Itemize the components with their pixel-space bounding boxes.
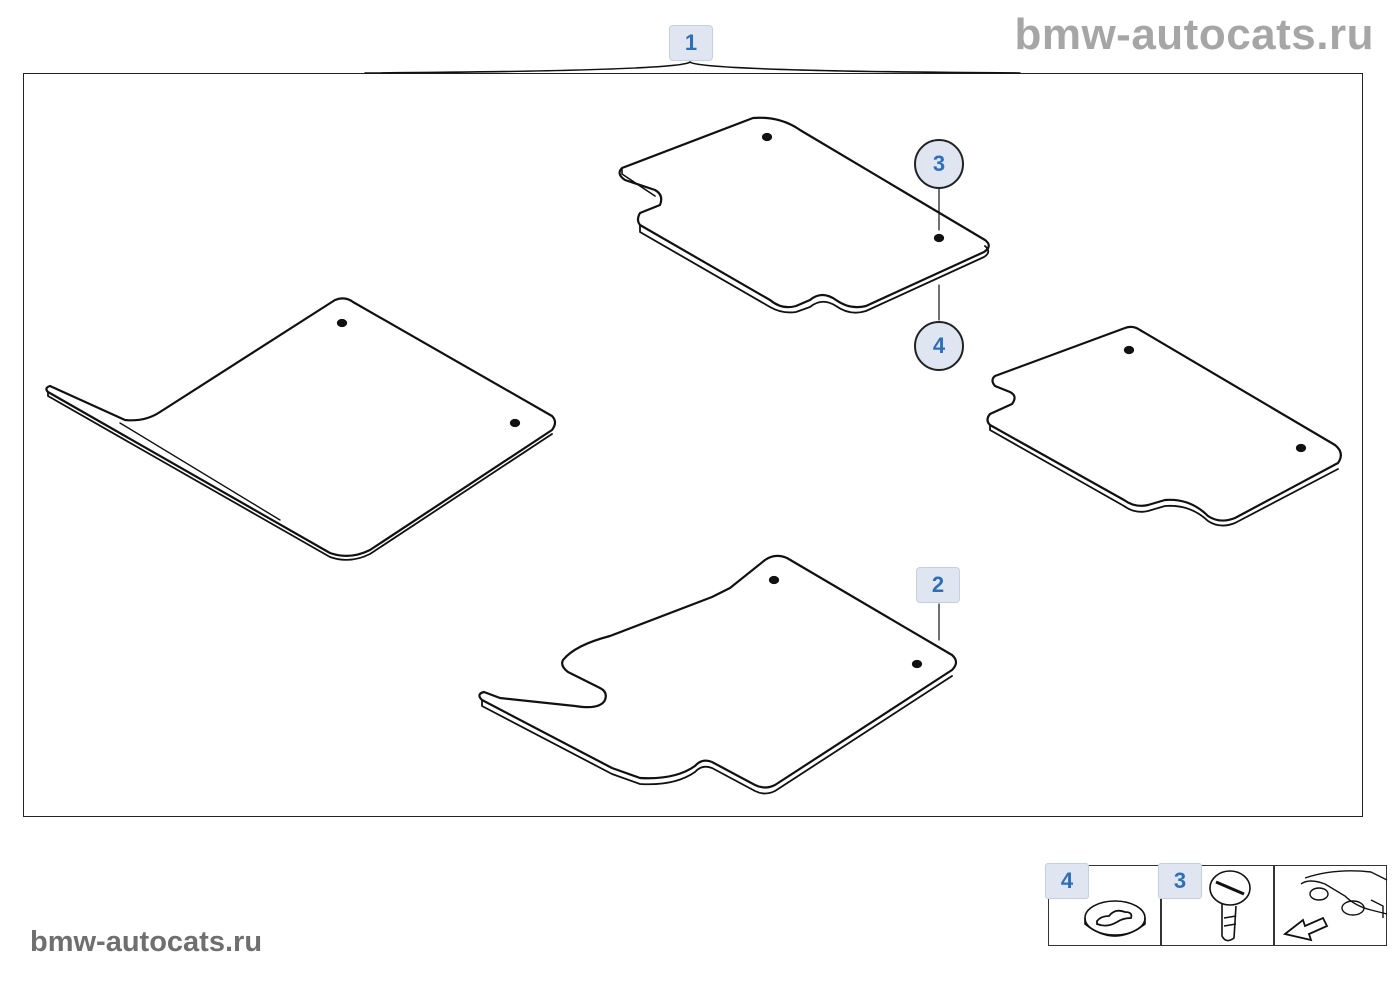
callout-1-bracket — [364, 61, 1021, 74]
vehicle-front-arrow-icon — [1282, 870, 1388, 942]
floor-mat-driver — [478, 554, 958, 795]
callout-part-1[interactable]: 1 — [669, 25, 713, 61]
watermark-bottom: bmw-autocats.ru — [30, 926, 263, 958]
floor-mat-rear-right — [986, 325, 1342, 527]
floor-mat-rear-left — [45, 297, 557, 561]
clip-grommet-icon — [1084, 900, 1146, 937]
thumbnail-label: 4 — [1045, 863, 1089, 899]
thumbnail-part-3[interactable]: 3 — [1158, 863, 1274, 946]
callout-part-2[interactable]: 2 — [916, 567, 960, 603]
diagram-frame — [23, 73, 1363, 817]
watermark-top: bmw-autocats.ru — [1014, 10, 1374, 59]
fastener-stud-icon — [1209, 870, 1251, 942]
callout-part-4[interactable]: 4 — [914, 321, 964, 371]
floor-mat-front-right — [618, 116, 990, 314]
callout-part-3[interactable]: 3 — [914, 139, 964, 189]
thumbnail-part-4[interactable]: 4 — [1045, 863, 1161, 946]
thumbnail-vehicle[interactable] — [1274, 865, 1388, 946]
thumbnail-label: 3 — [1158, 863, 1202, 899]
